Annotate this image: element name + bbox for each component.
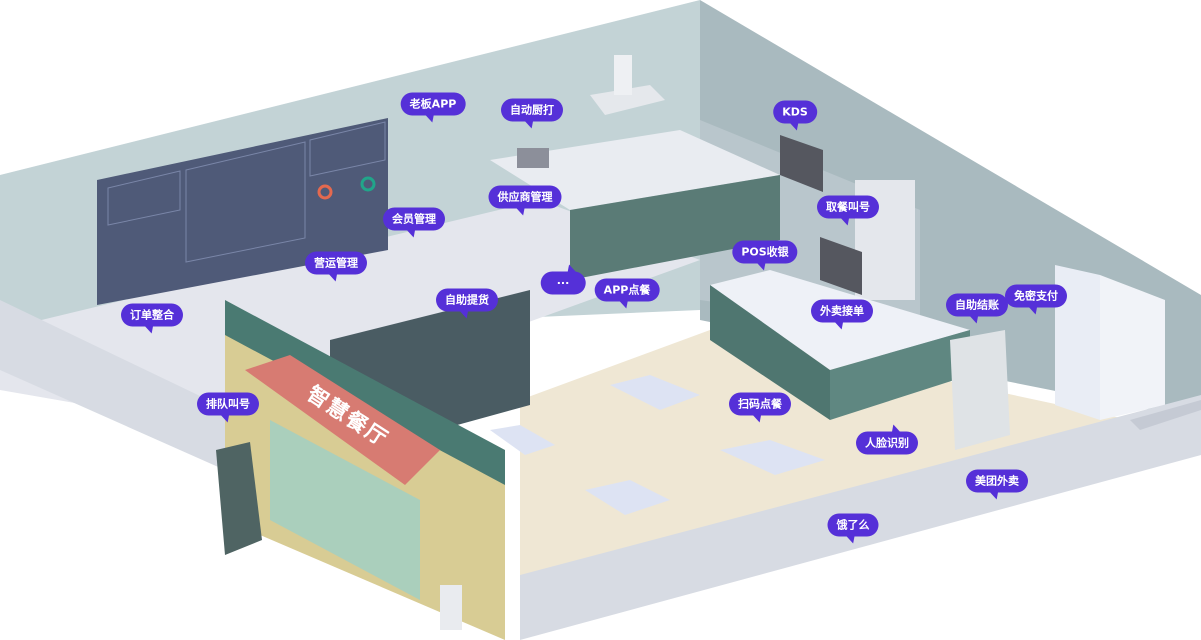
label-face-recognition[interactable]: 人脸识别 (856, 431, 918, 455)
kitchen-printer (517, 148, 549, 168)
hood-chimney (614, 55, 632, 95)
label-more[interactable]: ··· (540, 271, 586, 295)
storefront-band (225, 300, 505, 485)
chart-donut (317, 184, 333, 200)
label-meituan[interactable]: 美团外卖 (966, 469, 1028, 493)
label-self-pickup[interactable]: 自助提货 (436, 288, 498, 312)
kitchen-counter (490, 130, 780, 210)
kitchen-cabinets (570, 175, 780, 280)
label-pos-cashier[interactable]: POS收银 (732, 240, 798, 264)
label-pickup-call[interactable]: 取餐叫号 (817, 195, 879, 219)
cashier-counter-front (710, 285, 830, 420)
cashier-counter-side (830, 330, 970, 420)
vending-machine (1055, 265, 1100, 420)
label-queue-call[interactable]: 排队叫号 (197, 392, 259, 416)
label-kds[interactable]: KDS (773, 100, 817, 124)
label-operation-mgmt[interactable]: 营运管理 (305, 251, 367, 275)
right-wall-cap (1130, 400, 1201, 430)
self-checkout-kiosk (950, 330, 1010, 450)
dashboard-map-panel (185, 141, 306, 263)
kds-screen (780, 135, 823, 192)
label-password-free-pay[interactable]: 免密支付 (1005, 284, 1067, 308)
plant-pot (440, 585, 462, 630)
front-left-wall (0, 300, 225, 470)
storefront-glass (270, 420, 420, 600)
label-auto-kitchen-print[interactable]: 自动厨打 (501, 98, 563, 122)
dashboard-panel (309, 121, 386, 177)
vending-machine-2 (1100, 275, 1165, 420)
label-supplier-mgmt[interactable]: 供应商管理 (488, 185, 562, 209)
label-scan-order[interactable]: 扫码点餐 (729, 392, 791, 416)
label-boss-app[interactable]: 老板APP (400, 92, 466, 116)
label-eleme[interactable]: 饿了么 (827, 513, 879, 537)
label-self-checkout[interactable]: 自助结账 (946, 293, 1008, 317)
label-member-mgmt[interactable]: 会员管理 (383, 207, 445, 231)
dining-tables (490, 375, 825, 515)
pickup-call-screen (820, 237, 862, 295)
label-takeout-accept[interactable]: 外卖接单 (811, 299, 873, 323)
label-order-integration[interactable]: 订单整合 (121, 303, 183, 327)
label-app-order[interactable]: APP点餐 (594, 278, 660, 302)
chart-donut (360, 176, 376, 192)
office-floor (0, 200, 700, 430)
awning (245, 355, 440, 485)
range-hood (590, 85, 665, 115)
dashboard-panel (107, 170, 181, 226)
queue-kiosk (216, 442, 262, 555)
